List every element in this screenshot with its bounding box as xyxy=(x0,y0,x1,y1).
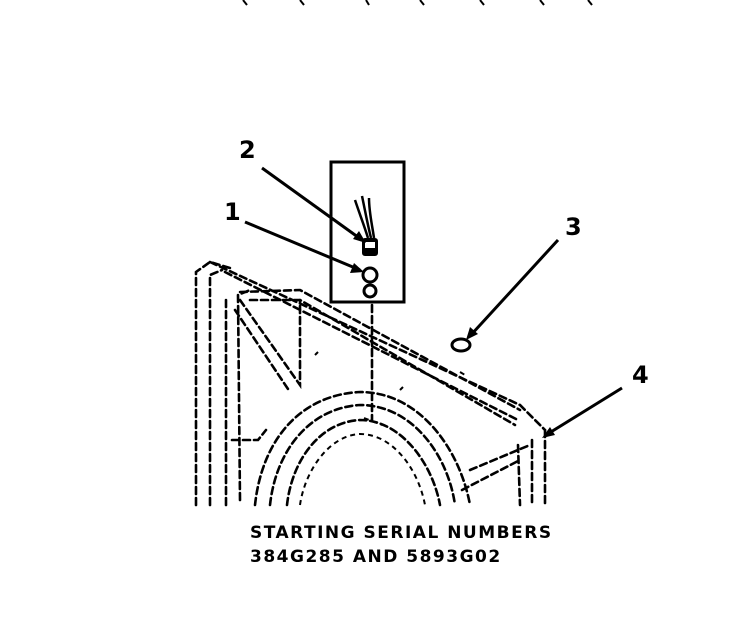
callout-number-1: 1 xyxy=(224,198,241,226)
caption-line-1: STARTING SERIAL NUMBERS xyxy=(250,523,553,543)
leader-lines xyxy=(244,166,623,438)
bulb-icon xyxy=(361,266,379,299)
callout-number-4: 4 xyxy=(632,361,649,389)
console-outline xyxy=(194,260,547,507)
top-edge-artifacts xyxy=(242,0,593,6)
socket-inset-box xyxy=(329,160,406,304)
callout-number-2: 2 xyxy=(239,136,256,164)
callout-number-3: 3 xyxy=(565,213,582,241)
caption-line-2: 384G285 AND 5893G02 xyxy=(250,547,502,567)
lens-icon xyxy=(450,337,472,353)
